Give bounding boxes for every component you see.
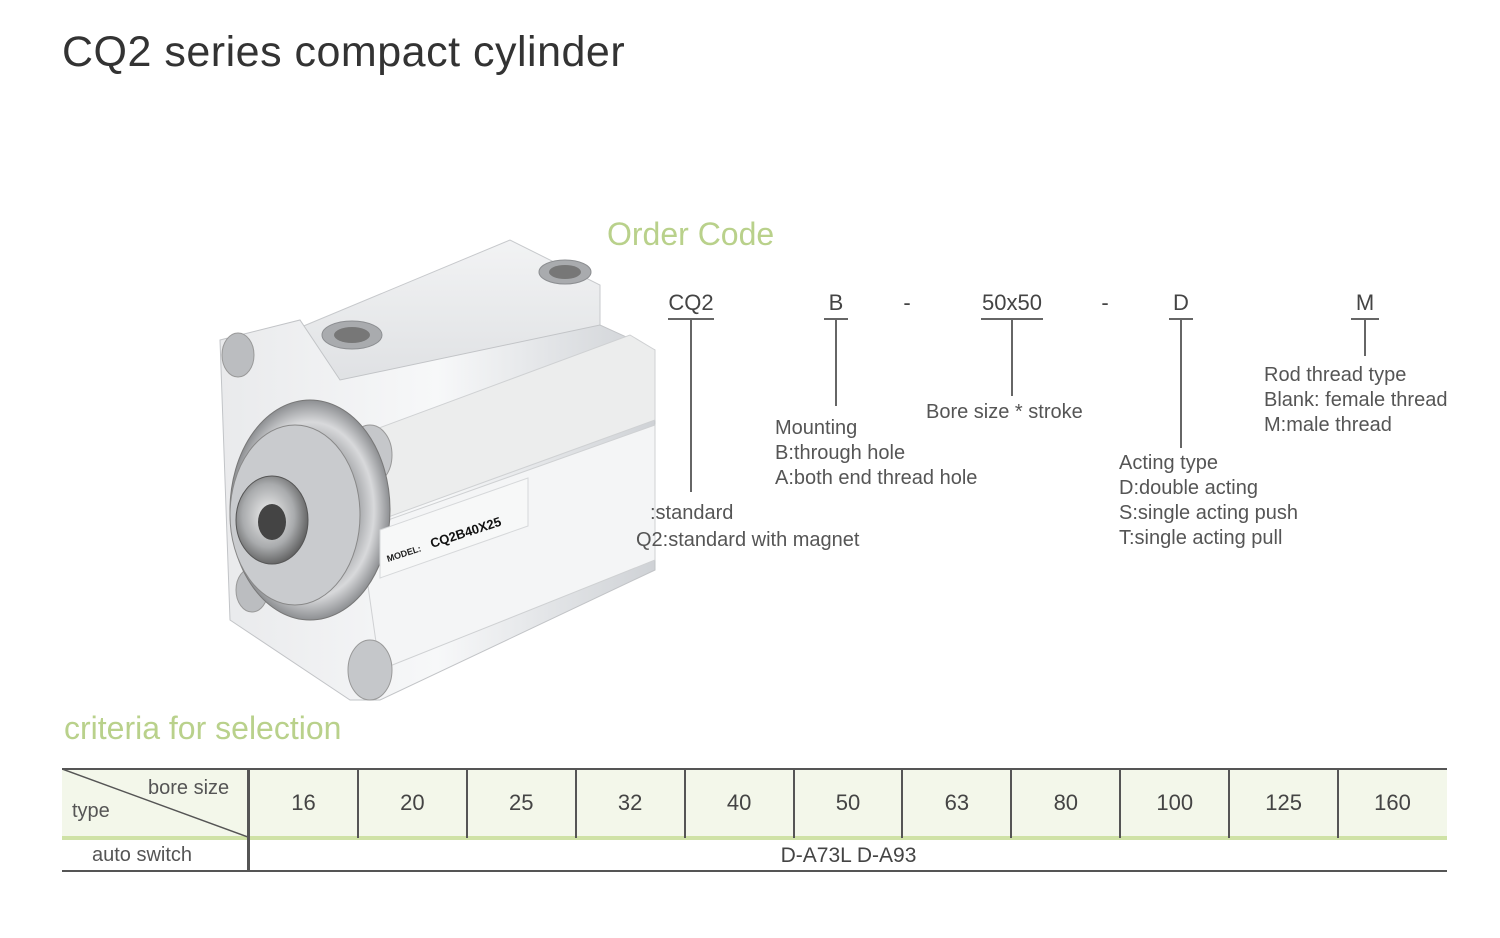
acting-desc-s: S:single acting push [1119, 502, 1299, 524]
column-divider [901, 768, 904, 838]
code-acting: D [1173, 290, 1189, 315]
rod-desc-title: Rod thread type [1264, 364, 1407, 386]
bore-size-cell: 20 [400, 790, 425, 815]
series-description: :standard Q2:standard with magnet [636, 500, 859, 554]
page-title: CQ2 series compact cylinder [62, 28, 626, 76]
acting-desc-title: Acting type [1119, 452, 1218, 474]
corner-diagonal [62, 768, 248, 838]
corner-bore-size: bore size [148, 777, 230, 799]
code-series: CQ2 [668, 290, 714, 315]
bore-desc-title: Bore size * stroke [926, 401, 1083, 423]
mounting-description: Mounting B:through hole A:both end threa… [775, 416, 977, 491]
bore-size-cell: 32 [617, 790, 643, 815]
column-divider [465, 768, 468, 838]
bore-size-cell: 16 [291, 790, 316, 815]
rod-description: Rod thread type Blank: female thread M:m… [1264, 363, 1447, 438]
column-divider [1119, 768, 1122, 838]
column-divider [1228, 768, 1231, 838]
column-divider [1337, 768, 1340, 838]
acting-description: Acting type D:double acting S:single act… [1119, 451, 1298, 551]
column-divider [1010, 768, 1013, 838]
bore-size-cell: 40 [726, 790, 752, 815]
code-dash-1: - [903, 290, 911, 315]
column-divider [574, 768, 577, 838]
criteria-heading: criteria for selection [64, 710, 342, 746]
auto-switch-value: D-A73L D-A93 [780, 844, 917, 867]
cylinder-product-image: MODEL: CQ2B40X25 [219, 239, 656, 701]
order-code-heading: Order Code [607, 216, 775, 252]
code-rod: M [1355, 290, 1375, 315]
bore-size-cell: 80 [1053, 790, 1079, 815]
series-desc-magnet: Q2:standard with magnet [636, 529, 860, 551]
code-bore-stroke: 50x50 [982, 290, 1042, 315]
acting-desc-t: T:single acting pull [1119, 527, 1283, 549]
mounting-desc-a: A:both end thread hole [775, 467, 978, 489]
auto-switch-label: auto switch [92, 844, 193, 866]
code-mounting: B [828, 290, 844, 315]
corner-type: type [72, 800, 110, 822]
bore-stroke-description: Bore size * stroke [926, 400, 1083, 425]
bore-size-cell: 160 [1374, 790, 1411, 815]
mounting-desc-b: B:through hole [775, 442, 906, 464]
rod-desc-male: M:male thread [1264, 414, 1392, 436]
acting-desc-d: D:double acting [1119, 477, 1258, 499]
bore-size-cell: 100 [1156, 790, 1194, 815]
column-divider [792, 768, 795, 838]
rod-desc-female: Blank: female thread [1264, 389, 1448, 411]
mounting-desc-title: Mounting [775, 417, 858, 439]
series-desc-standard: :standard [650, 502, 734, 524]
column-divider [356, 768, 359, 838]
bore-size-cell: 125 [1265, 790, 1302, 815]
bore-size-cell: 25 [509, 790, 534, 815]
code-dash-2: - [1101, 290, 1109, 315]
bore-size-cell: 63 [944, 790, 970, 815]
column-divider [683, 768, 686, 838]
bore-size-cell: 50 [835, 790, 861, 815]
